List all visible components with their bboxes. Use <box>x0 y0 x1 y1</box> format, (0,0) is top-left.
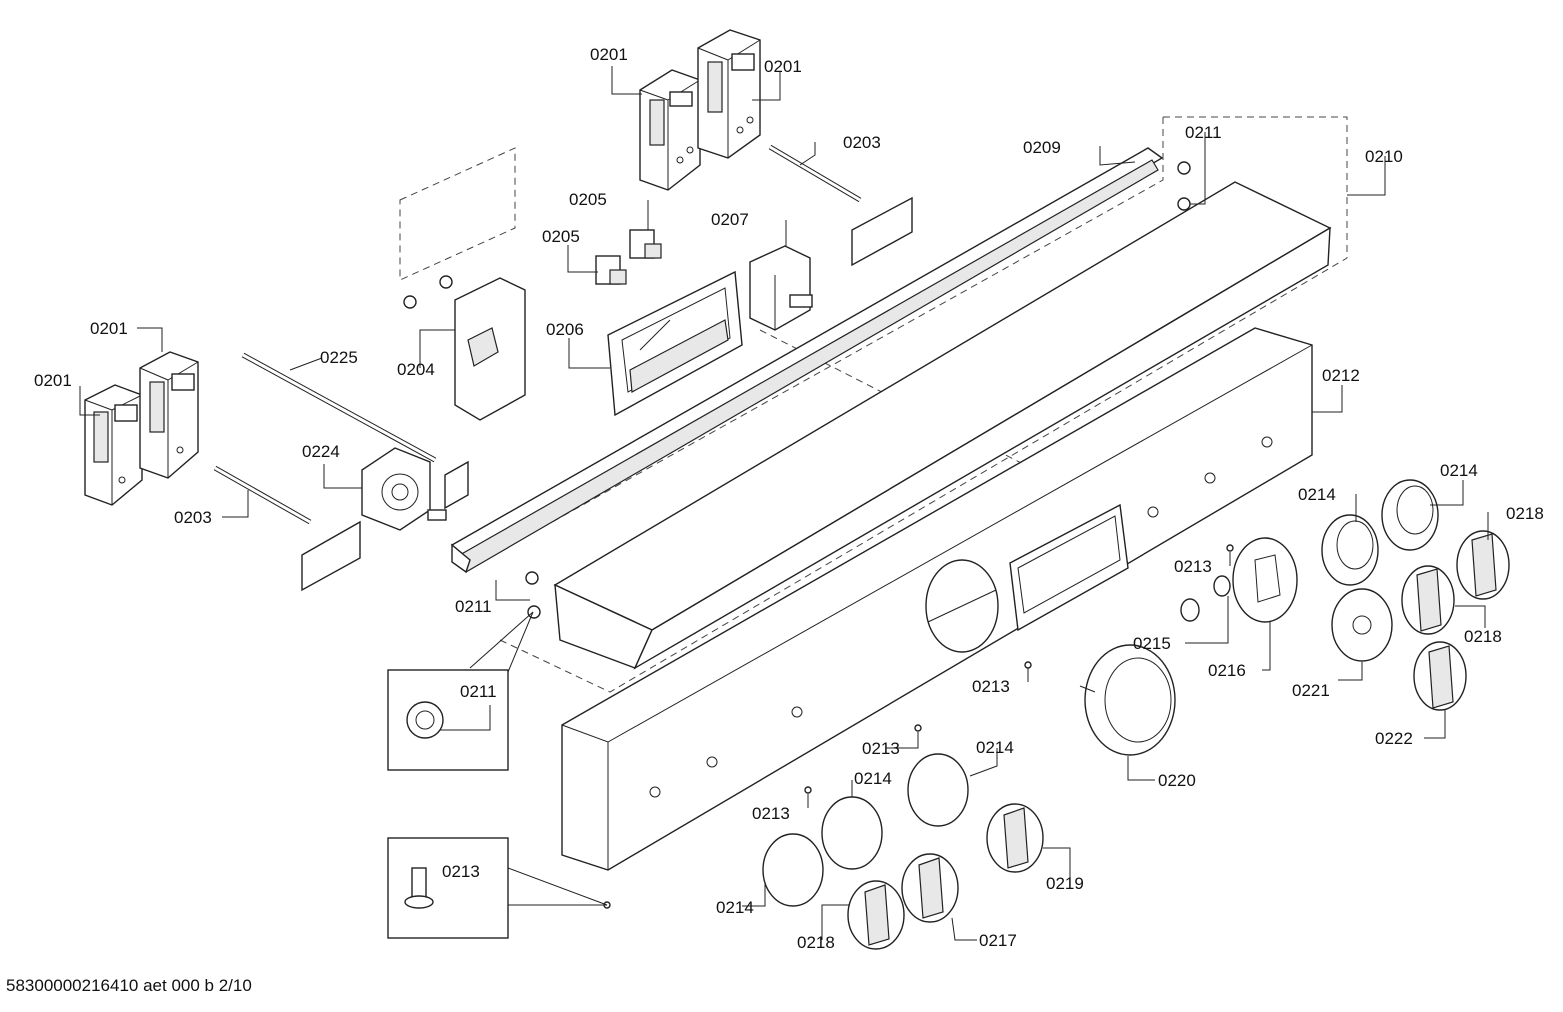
callout-0214-lower-c: 0214 <box>976 738 1014 757</box>
bracket-left <box>301 520 361 592</box>
callout-0205-lower: 0205 <box>542 227 580 246</box>
knob-0218-a <box>1456 530 1510 600</box>
callout-0203-left: 0203 <box>174 508 212 527</box>
relay-module-0201-left-back <box>139 351 199 479</box>
callout-0213-lower-mid: 0213 <box>862 739 900 758</box>
callout-0207: 0207 <box>711 210 749 229</box>
knob-ring-0214-b <box>1381 479 1439 551</box>
knob-0218-c <box>847 880 905 950</box>
callout-0211-top: 0211 <box>1185 123 1222 142</box>
callout-0213-lower-left: 0213 <box>752 804 790 823</box>
callout-0213-right: 0213 <box>1174 557 1212 576</box>
trim-rail-0209 <box>450 147 1164 574</box>
spacer-0215 <box>1180 575 1231 622</box>
callout-0211-left: 0211 <box>455 597 492 616</box>
bracket-mid <box>444 460 469 510</box>
plate-0216 <box>1232 537 1298 623</box>
callout-0225: 0225 <box>320 348 358 367</box>
display-board-0206 <box>607 270 743 417</box>
callout-0201-left-back: 0201 <box>90 319 128 338</box>
knob-ring-0214-e <box>762 833 824 907</box>
callout-0218-right-b: 0218 <box>1464 627 1502 646</box>
housing-0210 <box>525 161 1332 670</box>
callout-0213-detail: 0213 <box>442 862 480 881</box>
callout-0217: 0217 <box>979 931 1017 950</box>
detail-box-screw-0213 <box>387 837 608 939</box>
knob-0222 <box>1413 641 1467 711</box>
knob-ring-0214-c <box>907 753 969 827</box>
callout-0218-right-a: 0218 <box>1506 504 1544 523</box>
callout-0215: 0215 <box>1133 634 1171 653</box>
callout-0219: 0219 <box>1046 874 1084 893</box>
callout-0201-top-right: 0201 <box>764 57 802 76</box>
callout-0218-lower: 0218 <box>797 933 835 952</box>
front-panel-0212 <box>561 327 1313 871</box>
callout-0220: 0220 <box>1158 771 1196 790</box>
knob-ring-0221 <box>1331 588 1393 662</box>
shaft-0203-top <box>768 144 862 203</box>
shaft-0225 <box>241 352 437 463</box>
callout-0214-right-b: 0214 <box>1440 461 1478 480</box>
callout-0201-top-left: 0201 <box>590 45 628 64</box>
leader-lines <box>79 66 1489 941</box>
drawing-reference-number: 58300000216410 aet 000 b 2/10 <box>6 976 252 995</box>
motor-0224 <box>361 447 447 531</box>
callout-0206: 0206 <box>546 320 584 339</box>
detail-box-nut-0211 <box>387 611 534 771</box>
callout-0214-lower-d: 0214 <box>854 769 892 788</box>
callout-0214-right-a: 0214 <box>1298 485 1336 504</box>
knob-0218-b <box>1401 565 1455 635</box>
callout-0222: 0222 <box>1375 729 1413 748</box>
clock-0220 <box>1079 644 1176 756</box>
callout-0211-detail: 0211 <box>460 682 497 701</box>
callout-labels: 0201 0201 0201 0201 0203 0203 0204 0205 … <box>34 45 1544 952</box>
switch-0205-b <box>629 229 662 259</box>
callout-0204: 0204 <box>397 360 435 379</box>
knob-0217 <box>901 853 959 923</box>
knob-ring-0214-a <box>1321 514 1379 586</box>
selector-switch-0207 <box>749 245 813 331</box>
callout-0216: 0216 <box>1208 661 1246 680</box>
shaft-0203-left <box>213 465 312 525</box>
knob-0219 <box>986 803 1044 873</box>
relay-module-0201-top-left <box>639 69 701 191</box>
callout-0201-left-front: 0201 <box>34 371 72 390</box>
callout-0213-center: 0213 <box>972 677 1010 696</box>
switch-0205-a <box>595 255 627 285</box>
callout-0209: 0209 <box>1023 138 1061 157</box>
relay-module-0201-left-front <box>84 384 143 506</box>
callout-0214-lower-e: 0214 <box>716 898 754 917</box>
callout-0212: 0212 <box>1322 366 1360 385</box>
callout-0221: 0221 <box>1292 681 1330 700</box>
callout-0205-upper: 0205 <box>569 190 607 209</box>
callout-0210: 0210 <box>1365 147 1403 166</box>
cover-0204 <box>399 147 526 421</box>
callout-0203-top: 0203 <box>843 133 881 152</box>
bracket-top-right <box>851 196 913 267</box>
callout-0224: 0224 <box>302 442 340 461</box>
knob-ring-0214-d <box>821 796 883 870</box>
relay-module-0201-top-right <box>697 29 761 159</box>
